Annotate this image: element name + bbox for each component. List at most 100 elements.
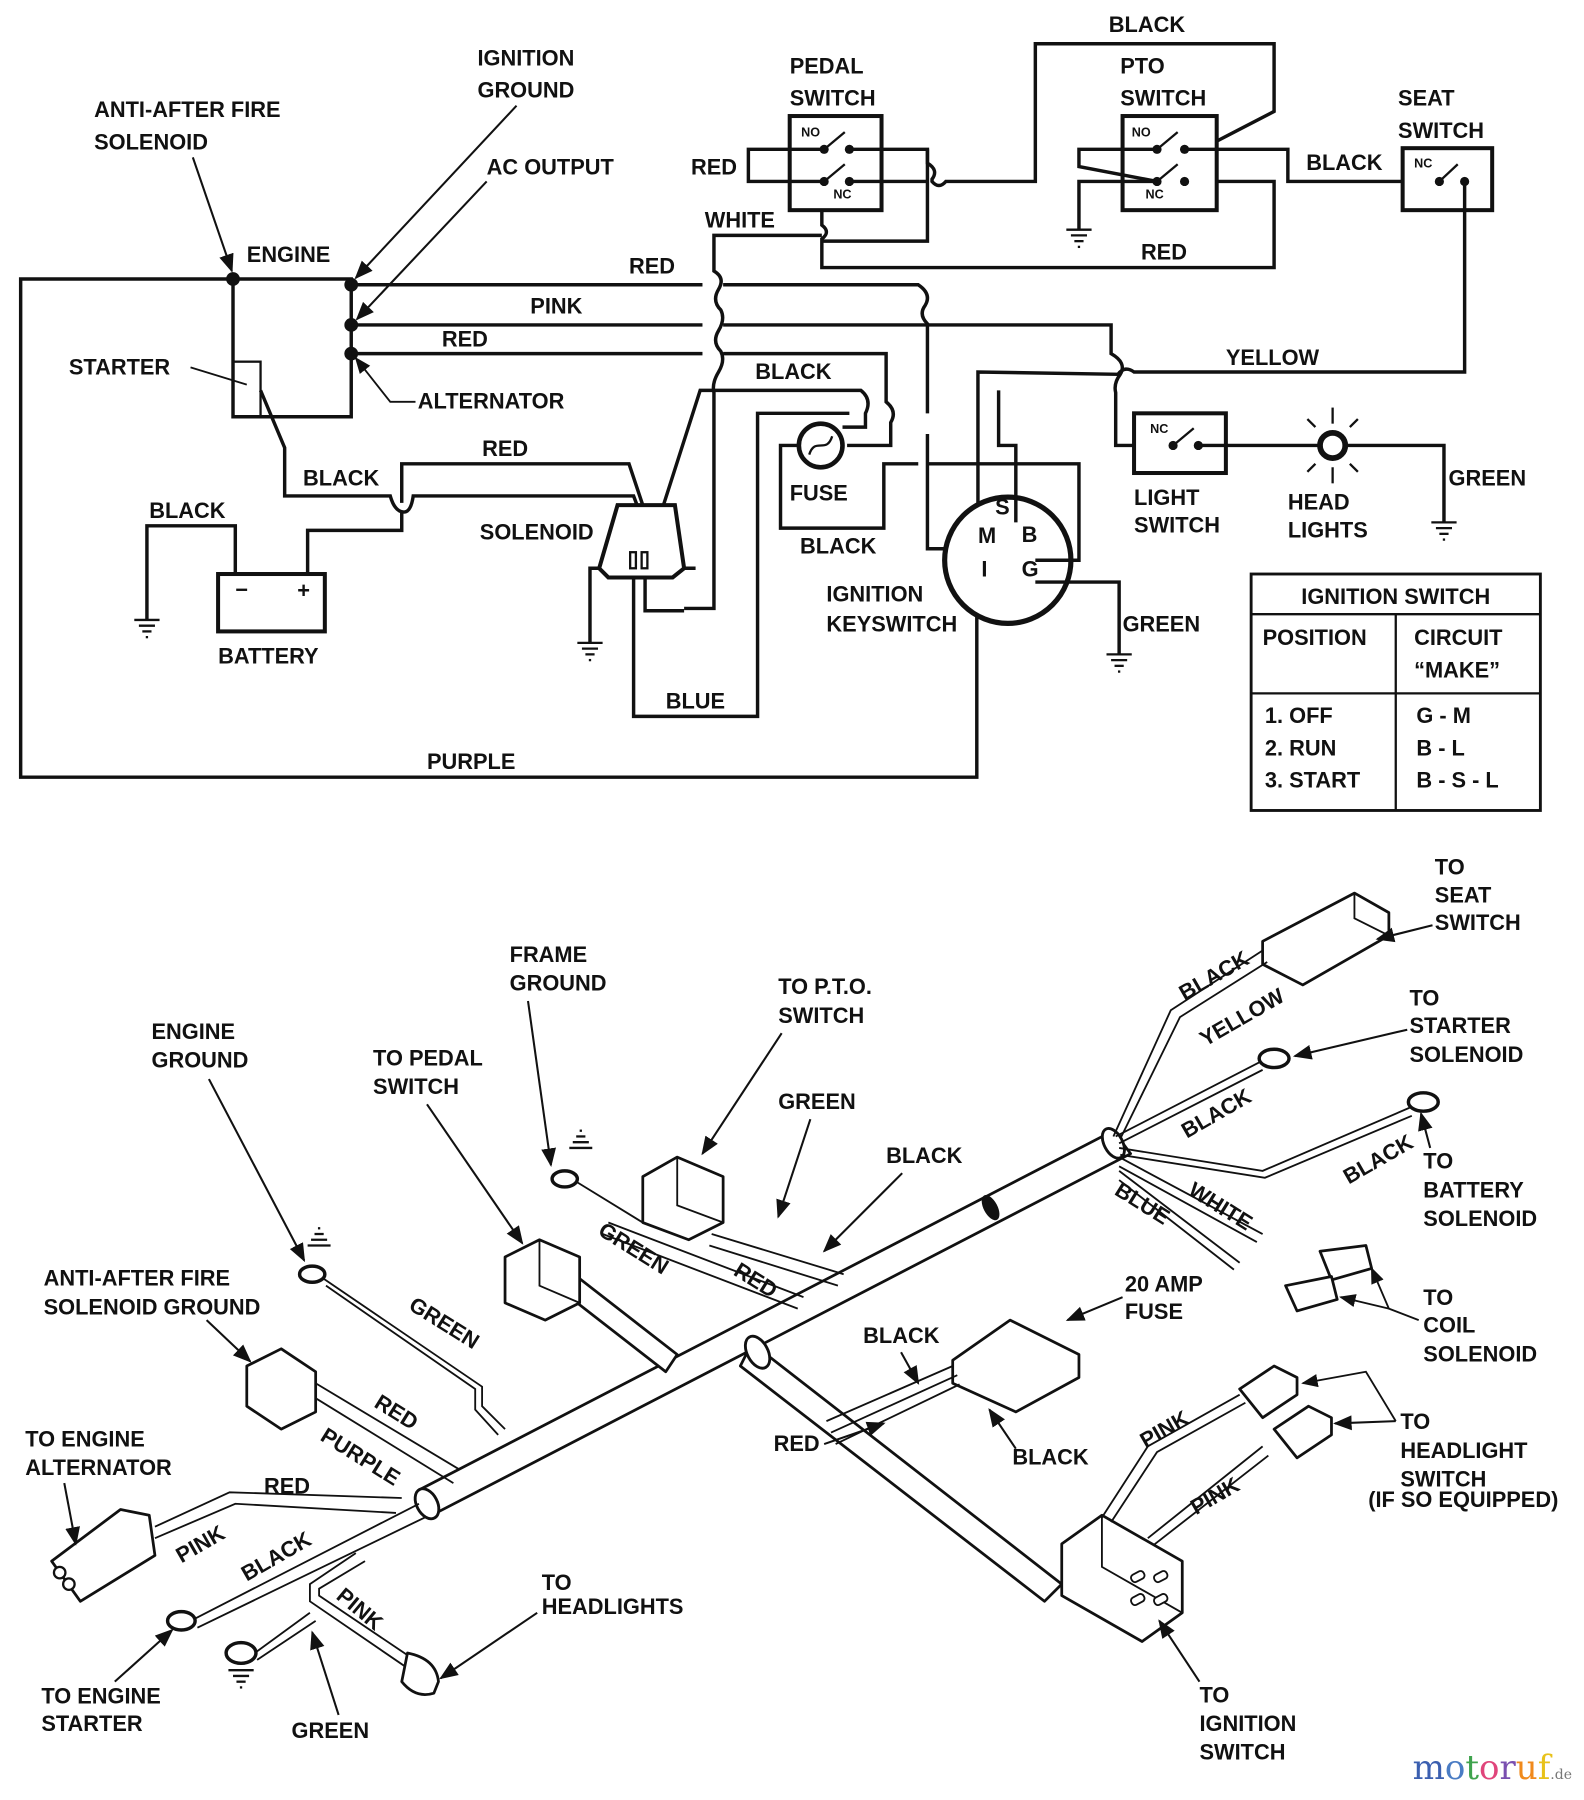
solenoid: SOLENOID [480, 503, 687, 580]
ground-icon [1431, 521, 1457, 541]
red-pto-wire [820, 149, 1276, 270]
white-coil-label: WHITE [1184, 1177, 1257, 1235]
to-headlights-label-2: HEADLIGHTS [542, 1594, 684, 1619]
to-pto-switch-label-2: SWITCH [778, 1003, 864, 1028]
to-starter-solenoid-label-1: TO [1410, 986, 1440, 1011]
ground-icon [134, 618, 160, 639]
black-starter-sol-label: BLACK [1177, 1083, 1256, 1143]
green-ground-terminal [224, 1612, 317, 1689]
pto-nc-label: NC [1146, 188, 1164, 202]
pedal-switch-label-2: SWITCH [790, 86, 876, 111]
black-fuse-label: BLACK [800, 533, 877, 558]
table-row-position: 2. RUN [1265, 735, 1336, 760]
purple-anti-label: PURPLE [316, 1423, 404, 1491]
motoruf-watermark-logo: motoruf.de [1413, 1748, 1572, 1788]
blue-wire [631, 411, 850, 719]
pto-switch-label-2: SWITCH [1120, 86, 1206, 111]
light-switch-label-2: SWITCH [1134, 513, 1220, 538]
watermark-letter: r [1499, 1748, 1516, 1788]
pink-hl-1-label: PINK [1136, 1405, 1194, 1453]
battery-solenoid-terminal [1118, 1091, 1440, 1179]
to-starter-solenoid-label-2: STARTER [1410, 1013, 1512, 1038]
to-seat-switch-label-3: SWITCH [1435, 910, 1521, 935]
solenoid-ground-wire [588, 566, 600, 643]
pedal-no-label: NO [801, 126, 820, 140]
pedal-switch: NO NC PEDAL SWITCH [787, 54, 884, 213]
starter-solenoid-terminal [1115, 1047, 1291, 1145]
twenty-amp-fuse-holder [826, 1318, 1081, 1445]
to-headlight-switch-label-3: SWITCH [1400, 1467, 1486, 1492]
red-pedal-label: RED [691, 155, 737, 180]
ground-icon [569, 1129, 593, 1150]
black-fuse-2-label: BLACK [1012, 1445, 1089, 1470]
red-pto-label: RED [1141, 240, 1187, 265]
pto-switch: NO NC PTO SWITCH [1077, 54, 1219, 213]
watermark-letter: m [1412, 1748, 1445, 1788]
engine-ground-terminal [297, 1227, 506, 1436]
to-engine-starter-label-1: TO ENGINE [41, 1683, 161, 1708]
head-lights-label-1: HEAD [1288, 490, 1350, 515]
black-pto-label: BLACK [886, 1143, 963, 1168]
twenty-amp-fuse-label-1: 20 AMP [1125, 1271, 1203, 1296]
black-fuse-1-label: BLACK [863, 1323, 940, 1348]
red-fuse-label: RED [774, 1431, 820, 1456]
to-coil-solenoid-label-1: TO [1423, 1285, 1453, 1310]
to-battery-solenoid-label-2: BATTERY [1423, 1177, 1524, 1202]
anti-after-fire-label-2: SOLENOID [94, 129, 208, 154]
terminal-s-label: S [995, 494, 1010, 519]
wiring-harness: ENGINE GROUND FRAME GROUND TO PEDAL SWIT… [25, 855, 1558, 1765]
black-top-wire [849, 42, 1276, 188]
anti-after-fire-connector [245, 1347, 460, 1484]
to-headlights-label-1: TO [542, 1570, 572, 1595]
ignition-ground-label-2: GROUND [477, 78, 574, 103]
seat-nc-label: NC [1414, 157, 1432, 171]
table-header-circuit-2: “MAKE” [1414, 657, 1500, 682]
light-switch: NC LIGHT SWITCH [1132, 411, 1228, 538]
pto-ground-wire [1077, 179, 1158, 230]
table-row-position: 3. START [1265, 768, 1361, 793]
light-switch-label-1: LIGHT [1134, 485, 1200, 510]
starter-terminal [165, 1502, 426, 1632]
green-key-wire [1035, 580, 1121, 655]
seat-switch: NC SEAT SWITCH [1398, 86, 1495, 213]
to-pto-switch-label-1: TO P.T.O. [778, 974, 872, 999]
to-engine-alternator-label-2: ALTERNATOR [25, 1455, 172, 1480]
to-ignition-switch-label-3: SWITCH [1199, 1740, 1285, 1765]
table-row-circuit: G - M [1416, 703, 1470, 728]
engine-label: ENGINE [247, 242, 331, 267]
ignition-switch-table: IGNITION SWITCH POSITION CIRCUIT “MAKE” … [1249, 572, 1542, 812]
table-title: IGNITION SWITCH [1301, 584, 1490, 609]
to-ignition-switch-label-1: TO [1199, 1682, 1229, 1707]
pink-hl-2-label: PINK [1186, 1472, 1244, 1520]
engine-ground-label-1: ENGINE [152, 1019, 236, 1044]
coil-solenoid-connectors [1118, 1156, 1374, 1313]
pto-switch-label-1: PTO [1120, 54, 1164, 79]
green-engine-label: GREEN [405, 1292, 484, 1354]
table-header-circuit-1: CIRCUIT [1414, 625, 1503, 650]
to-battery-solenoid-label-3: SOLENOID [1423, 1206, 1537, 1231]
red-solenoid-label: RED [482, 436, 528, 461]
pedal-switch-label-1: PEDAL [790, 54, 864, 79]
black-fuse-wire [778, 443, 919, 530]
battery-positive-wire [305, 512, 404, 575]
to-starter-solenoid-label-3: SOLENOID [1410, 1042, 1524, 1067]
to-headlight-switch-label-4: (IF SO EQUIPPED) [1368, 1487, 1558, 1512]
red-alt-wire [351, 351, 896, 448]
to-coil-solenoid-label-2: COIL [1423, 1313, 1475, 1338]
green-ground-label: GREEN [292, 1718, 370, 1743]
harness-branch-ignition [738, 1341, 1064, 1603]
ground-icon [307, 1227, 331, 1247]
to-headlight-switch-label-1: TO [1400, 1409, 1430, 1434]
frame-ground-terminal [550, 1129, 644, 1224]
frame-ground-label-1: FRAME [510, 942, 587, 967]
ignition-keyswitch: S M B G I IGNITION KEYSWITCH [826, 494, 1074, 636]
ignition-ground-label-1: IGNITION [477, 46, 574, 71]
table-header-position: POSITION [1263, 625, 1367, 650]
red-main-label: RED [629, 253, 675, 278]
green-key-label: GREEN [1123, 611, 1201, 636]
seat-switch-label-2: SWITCH [1398, 118, 1484, 143]
black-top-label: BLACK [1109, 12, 1186, 37]
headlight-connector [308, 1552, 440, 1696]
black-fuse-top-label: BLACK [755, 359, 832, 384]
